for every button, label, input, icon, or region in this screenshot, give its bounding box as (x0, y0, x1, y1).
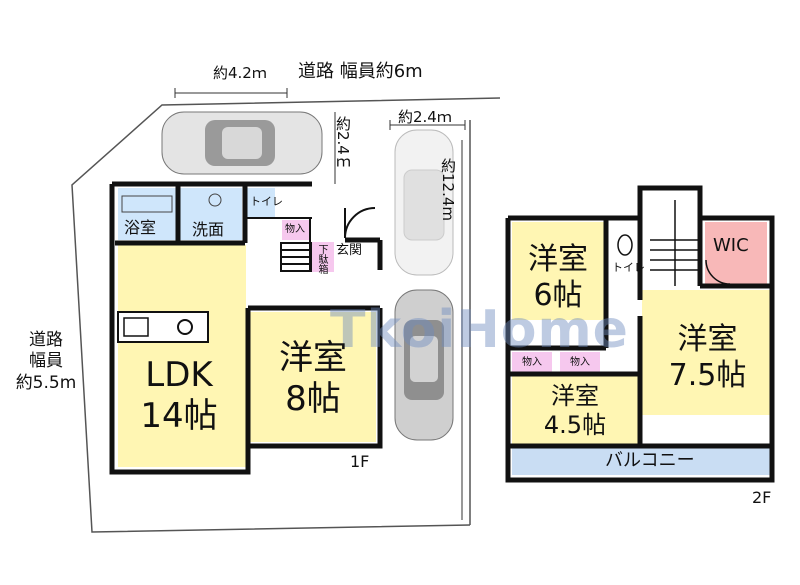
shoe-storage-label: 下駄箱 (316, 244, 327, 274)
right-car-length-label: 約12.4m (439, 158, 457, 222)
bath-label: 浴室 (124, 218, 157, 237)
top-car-width-label: 約4.2ｍ (213, 64, 267, 82)
left-road-line3: 約5.5m (15, 372, 77, 393)
f2-room-b-label: 洋室 7.5帖 (650, 322, 765, 394)
f2-room-b-line2: 7.5帖 (668, 358, 747, 393)
floor2-label: 2F (752, 488, 772, 507)
top-car-depth-label: 約2.4ｍ (334, 116, 352, 170)
left-road-line1: 道路 (29, 330, 63, 350)
lot-boundary (71, 97, 501, 533)
f2-toilet-label: トイレ (612, 261, 645, 274)
f2-storage-b-label: 物入 (570, 357, 590, 368)
watermark-text: TkoiHome (330, 300, 629, 360)
balcony-label: バルコニー (605, 450, 695, 471)
right-car-width-label: 約2.4ｍ (398, 108, 452, 126)
f2-room-b-line1: 洋室 (677, 322, 738, 357)
f2-storage-a-label: 物入 (522, 357, 542, 368)
washroom-label: 洗面 (192, 220, 225, 239)
left-road-label: 道路 幅員 約5.5m (6, 330, 86, 394)
dimension-lines (174, 88, 466, 520)
wic-label: WIC (713, 235, 749, 256)
f1-western-room-label: 洋室 8帖 (258, 338, 368, 420)
f2-room-c-label: 洋室 4.5帖 (512, 382, 638, 440)
ldk-line2: 14帖 (140, 395, 218, 436)
car-top (161, 111, 323, 175)
floor2-plan (505, 185, 775, 483)
f1-western-line1: 洋室 (279, 338, 347, 378)
ldk-label: LDK 14帖 (124, 355, 234, 437)
floor1-label: 1F (350, 452, 370, 471)
f1-toilet-label: トイレ (250, 195, 283, 208)
car-right-top (394, 129, 454, 276)
f2-room-c-line1: 洋室 (551, 382, 599, 410)
f2-room-a-line2: 6帖 (533, 278, 583, 313)
f2-room-a-label: 洋室 6帖 (512, 242, 604, 314)
ldk-line1: LDK (145, 355, 213, 395)
f1-western-line2: 8帖 (285, 378, 341, 419)
entrance-label: 玄関 (336, 243, 363, 258)
f2-room-a-line1: 洋室 (528, 242, 588, 277)
f2-room-c-line2: 4.5帖 (543, 410, 607, 439)
floor1-plan (109, 181, 383, 475)
left-road-line2: 幅員 (29, 351, 63, 372)
f1-storage-label: 物入 (285, 224, 305, 235)
car-right-bottom (394, 289, 454, 441)
top-road-label: 道路 幅員約6m (298, 61, 423, 82)
